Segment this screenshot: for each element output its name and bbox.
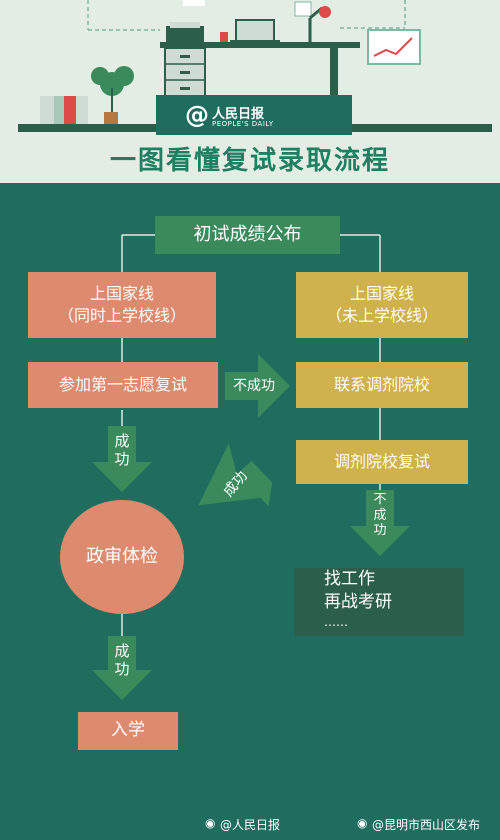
header: @ 人民日报 PEOPLE'S DAILY 一图看懂复试录取流程	[0, 0, 500, 183]
node-check: 政审体检	[60, 500, 184, 614]
logo-mark: @	[185, 101, 209, 129]
node-job-line-2: 再战考研	[324, 591, 392, 612]
node-job-line-1: 找工作	[324, 569, 375, 589]
node-enroll-label: 入学	[111, 720, 145, 741]
label-success-2b: 功	[114, 660, 130, 678]
page-title: 一图看懂复试录取流程	[109, 146, 390, 176]
node-first-choice: 参加第一志愿复试	[28, 362, 218, 408]
node-left-line-2: （同时上学校线）	[57, 306, 186, 325]
arrow-right-fail	[225, 354, 290, 418]
weibo-icon: ◉	[205, 816, 216, 830]
label-success-2a: 成	[114, 642, 130, 660]
arrow-down-success-1	[92, 426, 152, 492]
node-right-line: 上国家线 （未上学校线）	[296, 272, 468, 338]
logo-banner	[156, 95, 352, 135]
arrow-down-success-2	[92, 636, 152, 700]
logo-english: PEOPLE'S DAILY	[212, 120, 274, 128]
label-fail: 不成功	[233, 378, 275, 394]
node-contact: 联系调剂院校	[296, 362, 468, 408]
node-check-label: 政审体检	[86, 546, 158, 568]
label-fail-down-1: 不	[373, 492, 387, 507]
node-left-line-1: 上国家线	[89, 283, 154, 303]
node-adjust-retest: 调剂院校复试	[296, 440, 468, 484]
node-contact-label: 联系调剂院校	[333, 374, 430, 394]
arrow-diagonal-success	[198, 443, 273, 507]
weibo-icon-2: ◉	[357, 816, 368, 830]
node-adjust-retest-label: 调剂院校复试	[333, 451, 430, 471]
label-success-2: 成 功	[110, 642, 134, 678]
watermark-right: @昆明市西山区发布	[372, 818, 481, 832]
logo-name: 人民日报	[212, 107, 265, 122]
arrow-down-fail	[350, 490, 410, 556]
label-fail-down-2: 成	[373, 507, 387, 523]
node-start-label: 初试成绩公布	[193, 224, 302, 246]
node-right-line-2: （未上学校线）	[325, 306, 438, 325]
node-job-line-3: ……	[324, 614, 348, 629]
node-right-line-1: 上国家线	[349, 283, 414, 303]
label-fail-down-3: 功	[373, 523, 387, 539]
node-job: 找工作 再战考研 ……	[294, 568, 464, 636]
watermark-left: @人民日报	[220, 818, 281, 832]
label-fail-down: 不 成 功	[368, 492, 392, 539]
node-first-choice-label: 参加第一志愿复试	[58, 374, 187, 394]
node-left-line: 上国家线 （同时上学校线）	[28, 272, 216, 338]
node-start: 初试成绩公布	[155, 216, 340, 254]
label-success-1: 成 功	[110, 432, 134, 468]
label-success-1b: 功	[114, 450, 130, 468]
node-enroll: 入学	[78, 712, 178, 750]
label-success-1a: 成	[114, 432, 130, 450]
desk-illustration	[18, 0, 492, 132]
